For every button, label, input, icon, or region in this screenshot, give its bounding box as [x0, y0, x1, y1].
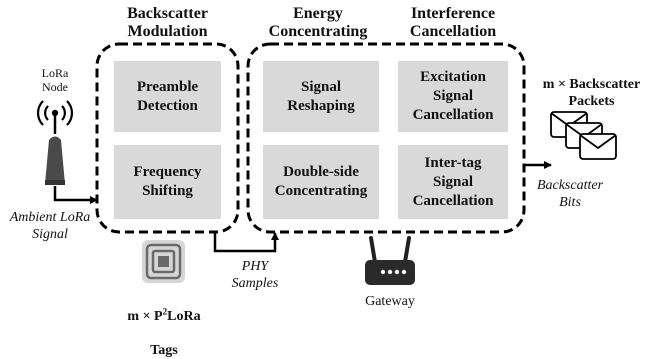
- preamble-detection-block: Preamble Detection: [114, 61, 221, 132]
- gateway-processing-group: [246, 42, 526, 234]
- system-diagram: Backscatter Modulation Energy Concentrat…: [9, 5, 641, 358]
- phy-samples-label: PHY Samples: [231, 259, 279, 291]
- gateway-label: Gateway: [365, 294, 415, 309]
- tags-label-prefix: m × P: [127, 309, 163, 324]
- tags-label: m × P2LoRa Tags: [114, 291, 214, 359]
- lora-tag-icon: [142, 240, 185, 283]
- tags-label-suffix: LoRa: [167, 309, 201, 324]
- inter-tag-signal-cancellation-block: Inter-tag Signal Cancellation: [398, 145, 508, 219]
- signal-reshaping-block: Signal Reshaping: [263, 61, 379, 132]
- header-backscatter-modulation: Backscatter Modulation: [127, 5, 208, 40]
- frequency-shifting-block: Frequency Shifting: [114, 145, 221, 219]
- backscatter-modulation-group: [95, 42, 240, 234]
- node-to-modulation-arrow: [53, 186, 98, 204]
- gateway-router-icon: [365, 236, 415, 285]
- phy-samples-arrow: [213, 232, 279, 253]
- backscatter-packets-label: m × Backscatter Packets: [542, 77, 641, 109]
- ambient-lora-signal-label: Ambient LoRa Signal: [9, 210, 91, 242]
- header-energy-concentrating: Energy Concentrating: [268, 5, 368, 40]
- backscatter-bits-label: Backscatter Bits: [536, 178, 604, 210]
- tags-label-superscript: 2: [162, 306, 168, 317]
- tags-label-line2: Tags: [150, 343, 178, 358]
- excitation-signal-cancellation-block: Excitation Signal Cancellation: [398, 61, 508, 132]
- diagram-graphics: [36, 42, 617, 285]
- header-interference-cancellation: Interference Cancellation: [409, 5, 497, 40]
- double-side-concentrating-block: Double-side Concentrating: [263, 145, 379, 219]
- backscatter-packets-icon: [550, 111, 617, 160]
- lora-node-icon: [36, 100, 74, 185]
- lora-node-label: LoRa Node: [41, 66, 69, 94]
